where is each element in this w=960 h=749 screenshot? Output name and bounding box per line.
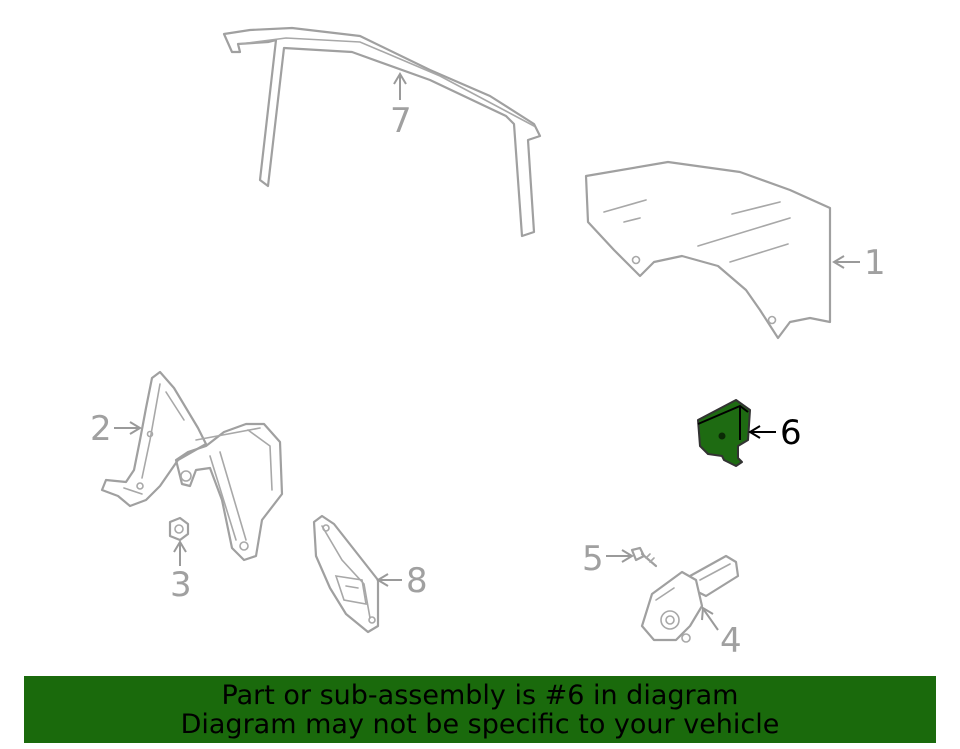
callout-6: 6: [748, 413, 802, 453]
parts-diagram: 7 1 2: [90, 26, 886, 661]
callout-1: 1: [832, 243, 886, 283]
banner-line-1: Part or sub-assembly is #6 in diagram: [221, 680, 739, 711]
callout-number-7: 7: [390, 101, 412, 141]
callout-2: 2: [90, 409, 142, 449]
part-1-door-glass[interactable]: [584, 160, 832, 340]
callout-number-3: 3: [170, 565, 192, 605]
info-banner: Part or sub-assembly is #6 in diagram Di…: [24, 676, 936, 743]
callout-4: 4: [701, 606, 742, 661]
callout-number-4: 4: [720, 621, 742, 661]
part-2-window-regulator[interactable]: [100, 370, 284, 562]
banner-line-2: Diagram may not be specific to your vehi…: [180, 709, 780, 740]
callout-7: 7: [390, 72, 412, 141]
callout-number-6: 6: [780, 413, 802, 453]
callout-number-5: 5: [582, 539, 604, 579]
callout-number-8: 8: [406, 561, 428, 601]
part-8-mounting-plate[interactable]: [312, 514, 380, 634]
part-6-control-module-highlighted[interactable]: [697, 399, 751, 467]
callout-number-2: 2: [90, 409, 112, 449]
callout-number-1: 1: [864, 243, 886, 283]
callout-8: 8: [376, 561, 428, 601]
callout-5: 5: [582, 539, 634, 579]
callout-3: 3: [170, 540, 192, 605]
part-7-door-frame[interactable]: [222, 26, 542, 238]
part-5-bolt[interactable]: [630, 546, 658, 568]
part-3-nut[interactable]: [168, 516, 190, 542]
part-4-window-motor[interactable]: [640, 554, 740, 643]
